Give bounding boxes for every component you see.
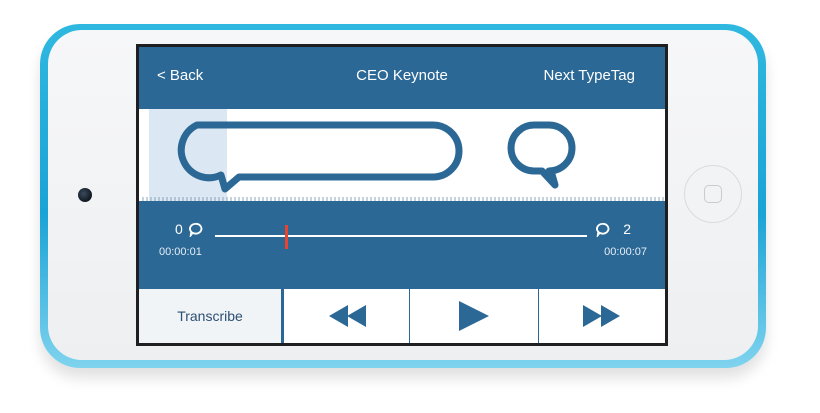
home-button[interactable] <box>684 165 742 223</box>
app-view: < Back CEO Keynote Next TypeTag 0 2 00 <box>139 47 665 343</box>
speech-timeline-graphic <box>142 109 664 201</box>
speech-bubble-short-icon <box>507 121 576 189</box>
fast-forward-icon <box>583 305 620 327</box>
play-icon <box>459 301 489 331</box>
end-time: 00:00:07 <box>604 246 647 258</box>
fast-forward-button[interactable] <box>539 289 665 343</box>
rewind-icon <box>329 305 366 327</box>
left-count: 0 <box>175 221 183 237</box>
rewind-button[interactable] <box>287 289 410 343</box>
right-count: 2 <box>623 221 631 237</box>
back-button[interactable]: < Back <box>157 67 204 84</box>
navigation-bar: < Back CEO Keynote Next TypeTag <box>139 47 665 109</box>
playback-progress: 0 2 00:00:01 00:00:07 <box>139 201 665 289</box>
speech-bubble-right-icon <box>596 222 610 237</box>
progress-track[interactable] <box>215 235 587 237</box>
start-time: 00:00:01 <box>159 246 202 258</box>
play-button[interactable] <box>410 289 539 343</box>
speech-bubble-long-icon <box>177 121 463 193</box>
transcribe-button[interactable]: Transcribe <box>139 289 284 343</box>
playhead-scrubber[interactable] <box>284 225 288 249</box>
camera-icon <box>78 188 92 202</box>
speech-timeline[interactable] <box>139 109 665 201</box>
playback-controls: Transcribe <box>139 289 665 343</box>
timeline-ticks <box>142 197 664 201</box>
screen: < Back CEO Keynote Next TypeTag 0 2 00 <box>136 44 668 346</box>
next-typetag-button[interactable]: Next TypeTag <box>543 67 635 84</box>
speech-bubble-left-icon <box>189 222 203 237</box>
